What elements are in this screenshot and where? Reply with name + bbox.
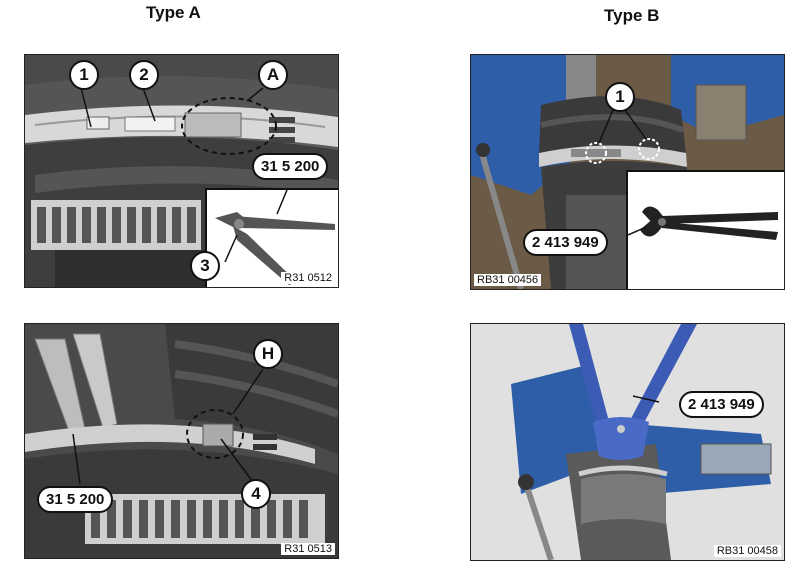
callout-h: H — [253, 339, 283, 369]
photo-vise-clamp-b-bottom — [471, 324, 784, 560]
inset-pliers-315200 — [205, 188, 338, 287]
panel-type-a-top: 1 2 A 31 5 200 3 R31 0512 — [24, 54, 339, 288]
inset-pliers-2413949 — [626, 170, 784, 289]
panel-type-b-bottom: 2 413 949 RB31 00458 — [470, 323, 785, 561]
figure-ref: RB31 00456 — [474, 274, 542, 286]
type-a-heading: Type A — [146, 3, 201, 22]
figure-ref: R31 0512 — [281, 272, 335, 284]
figure-ref: RB31 00458 — [713, 545, 781, 557]
callout-tool-315200: 31 5 200 — [252, 153, 329, 180]
callout-1: 1 — [605, 82, 635, 112]
panel-type-b-top: 1 2 413 949 RB31 00456 — [470, 54, 785, 290]
callout-4: 4 — [241, 479, 271, 509]
callout-tool-315200: 31 5 200 — [37, 486, 114, 513]
callout-1: 1 — [69, 60, 99, 90]
pliers-icon — [215, 190, 335, 285]
callout-a: A — [258, 60, 288, 90]
callout-3: 3 — [190, 251, 220, 281]
callout-tool-2413949: 2 413 949 — [523, 229, 608, 256]
callout-tool-2413949: 2 413 949 — [679, 391, 764, 418]
type-b-heading: Type B — [604, 6, 660, 25]
photo-boot-clamp-a-bottom — [25, 324, 338, 558]
figure-ref: R31 0513 — [281, 543, 335, 555]
panel-type-a-bottom: H 31 5 200 4 R31 0513 — [24, 323, 339, 559]
callout-2: 2 — [129, 60, 159, 90]
pliers-icon — [628, 206, 778, 240]
